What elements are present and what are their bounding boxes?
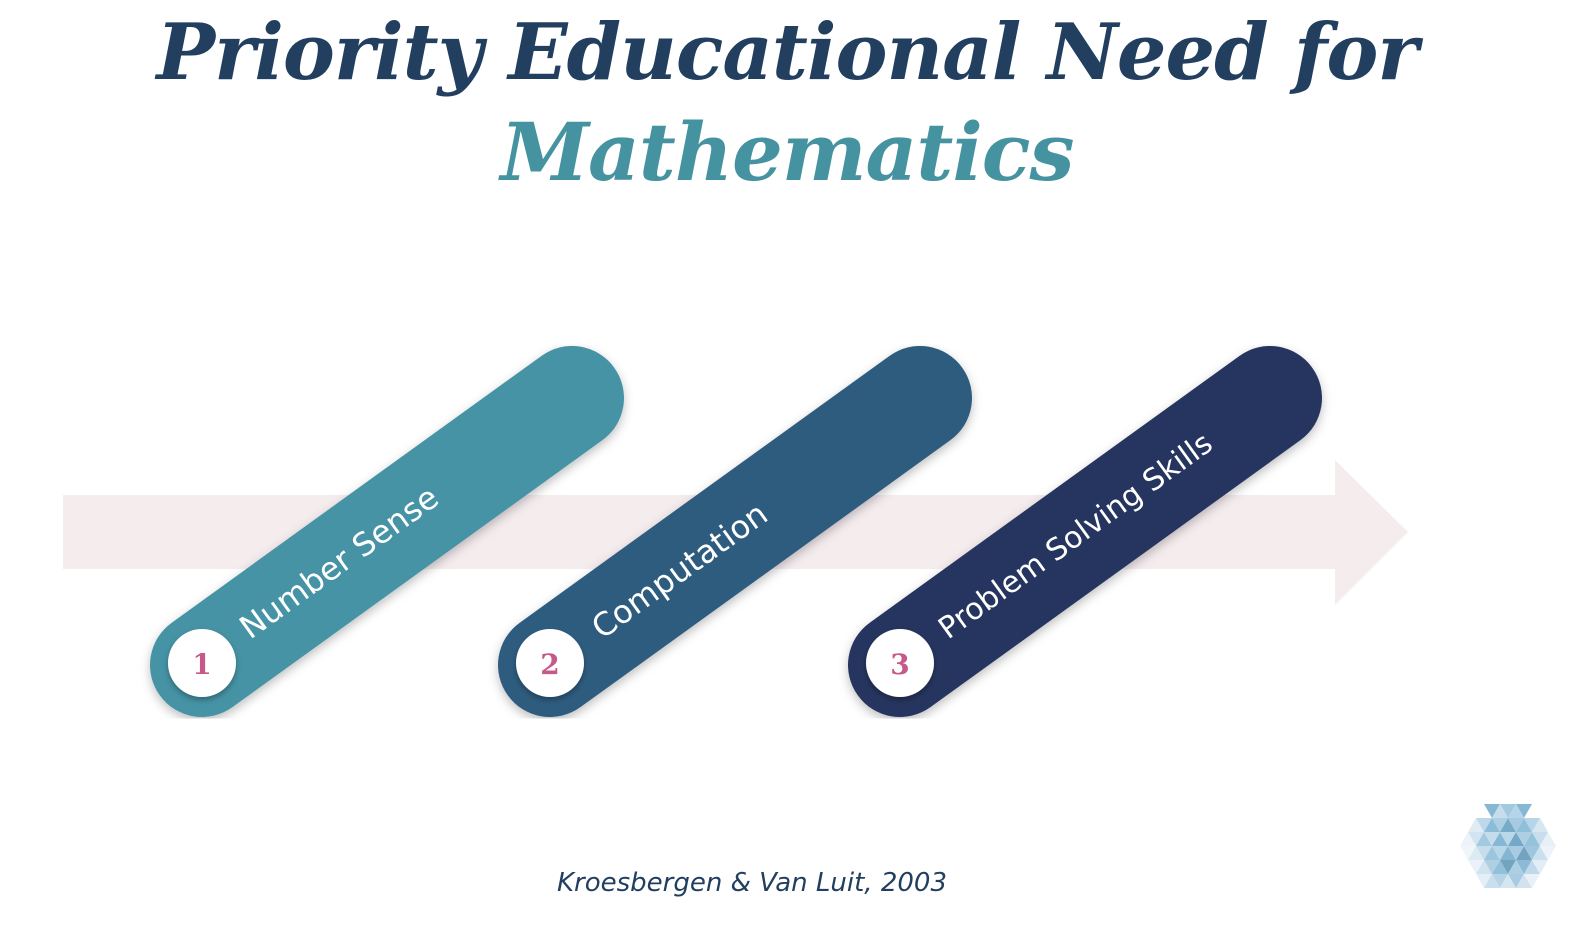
step-1-number-badge — [168, 629, 236, 697]
triangle-hexagon-logo-icon — [1460, 804, 1556, 888]
step-2-pill — [498, 346, 972, 717]
step-3-number: 3 — [890, 648, 909, 681]
page-title: Priority Educational Need for — [156, 7, 1418, 98]
step-1-number: 1 — [192, 648, 211, 681]
step-2: 2 Computation — [498, 346, 972, 717]
step-2-number-badge — [516, 629, 584, 697]
step-3-label: Problem Solving Skills — [932, 426, 1219, 647]
page-title-accent: Mathematics — [500, 105, 1075, 199]
step-1: 1 Number Sense — [150, 346, 624, 717]
citation: Kroesbergen & Van Luit, 2003 — [556, 868, 948, 898]
step-3-number-badge — [866, 629, 934, 697]
step-1-pill — [150, 346, 624, 717]
step-3-pill — [848, 346, 1322, 717]
step-2-number: 2 — [540, 648, 559, 681]
